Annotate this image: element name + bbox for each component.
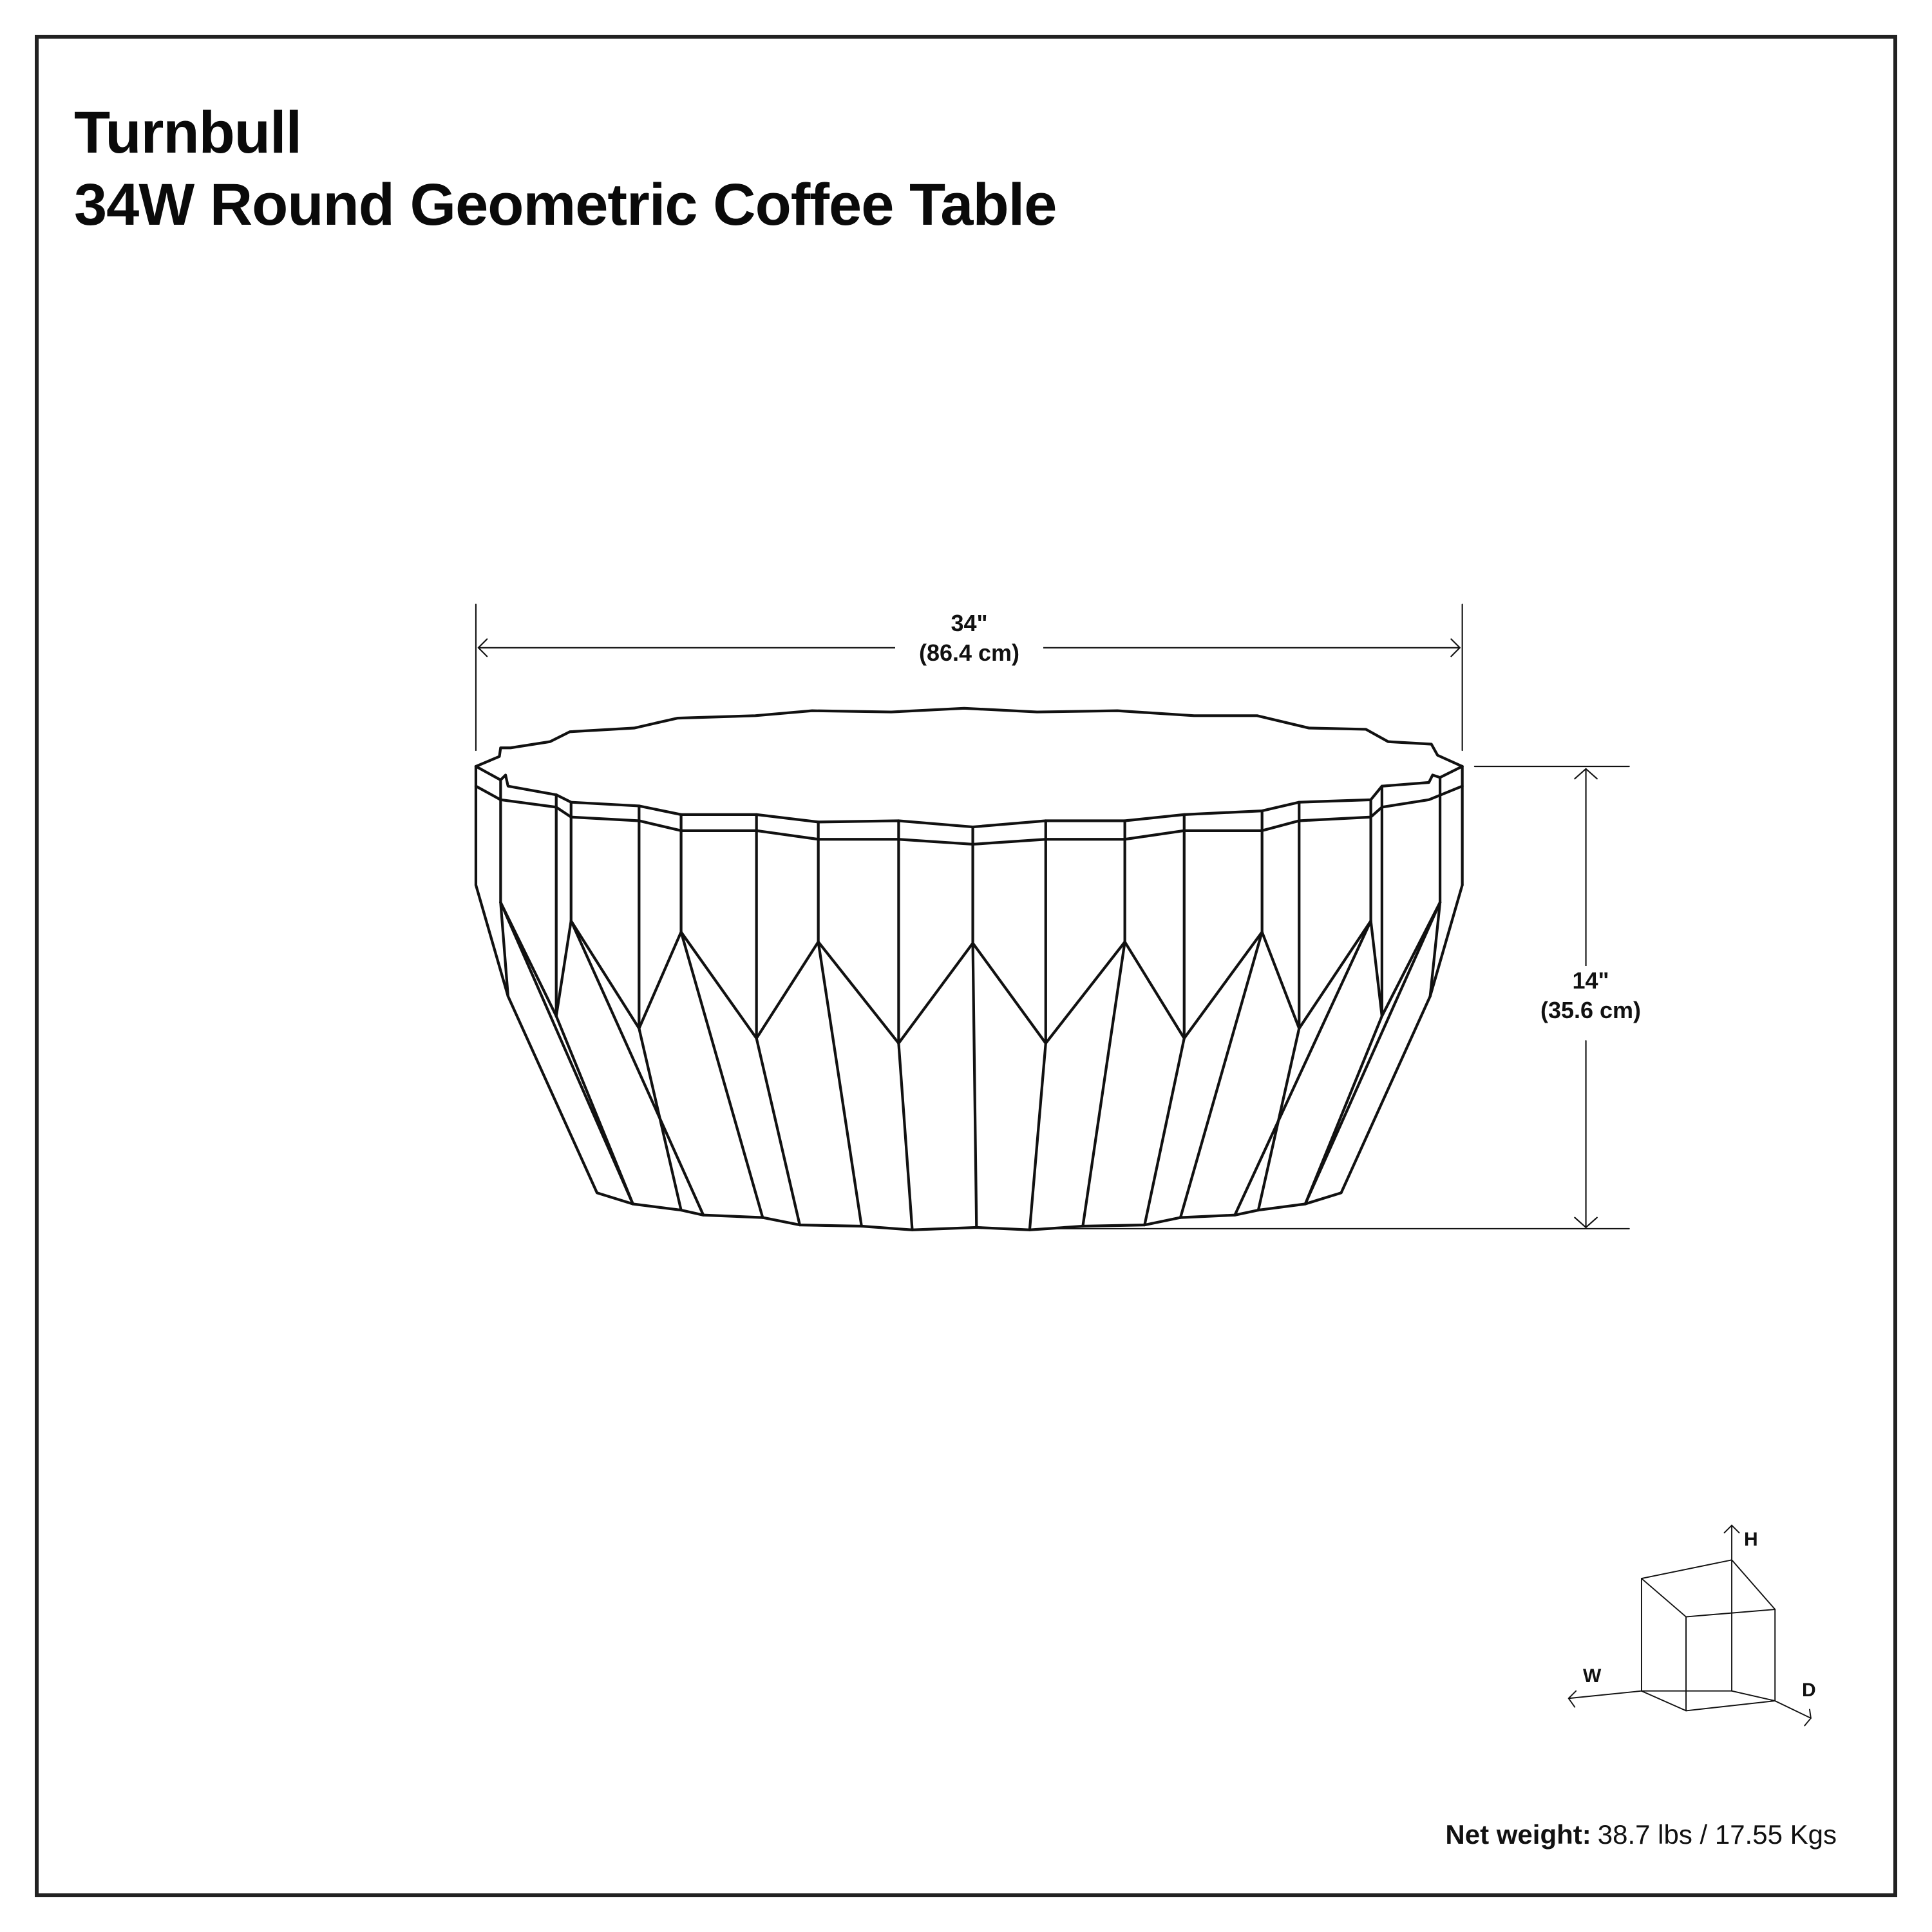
page-title: Turnbull 34W Round Geometric Coffee Tabl… — [74, 97, 1057, 241]
height-dimension-line — [1047, 765, 1630, 1229]
net-weight: Net weight:38.7 lbs / 17.55 Kgs — [1445, 1819, 1837, 1850]
axis-label-d: D — [1802, 1680, 1816, 1701]
width-dimension-line — [475, 603, 1463, 752]
net-weight-label: Net weight: — [1445, 1819, 1591, 1850]
axis-cube-icon — [1567, 1524, 1812, 1727]
width-metric: (86.4 cm) — [918, 639, 1020, 666]
net-weight-value: 38.7 lbs / 17.55 Kgs — [1597, 1819, 1837, 1850]
table-outline — [474, 706, 1464, 1231]
width-imperial: 34" — [951, 610, 988, 636]
axis-label-w: W — [1583, 1665, 1602, 1687]
brand-name: Turnbull — [74, 100, 302, 166]
height-dimension-label: 14" (35.6 cm) — [1517, 966, 1665, 1025]
product-name: 34W Round Geometric Coffee Table — [74, 172, 1057, 238]
axis-label-h: H — [1744, 1529, 1758, 1550]
outer-frame — [35, 35, 1897, 1897]
height-metric: (35.6 cm) — [1540, 997, 1642, 1023]
width-dimension-label: 34" (86.4 cm) — [895, 609, 1043, 668]
height-imperial: 14" — [1572, 967, 1609, 994]
